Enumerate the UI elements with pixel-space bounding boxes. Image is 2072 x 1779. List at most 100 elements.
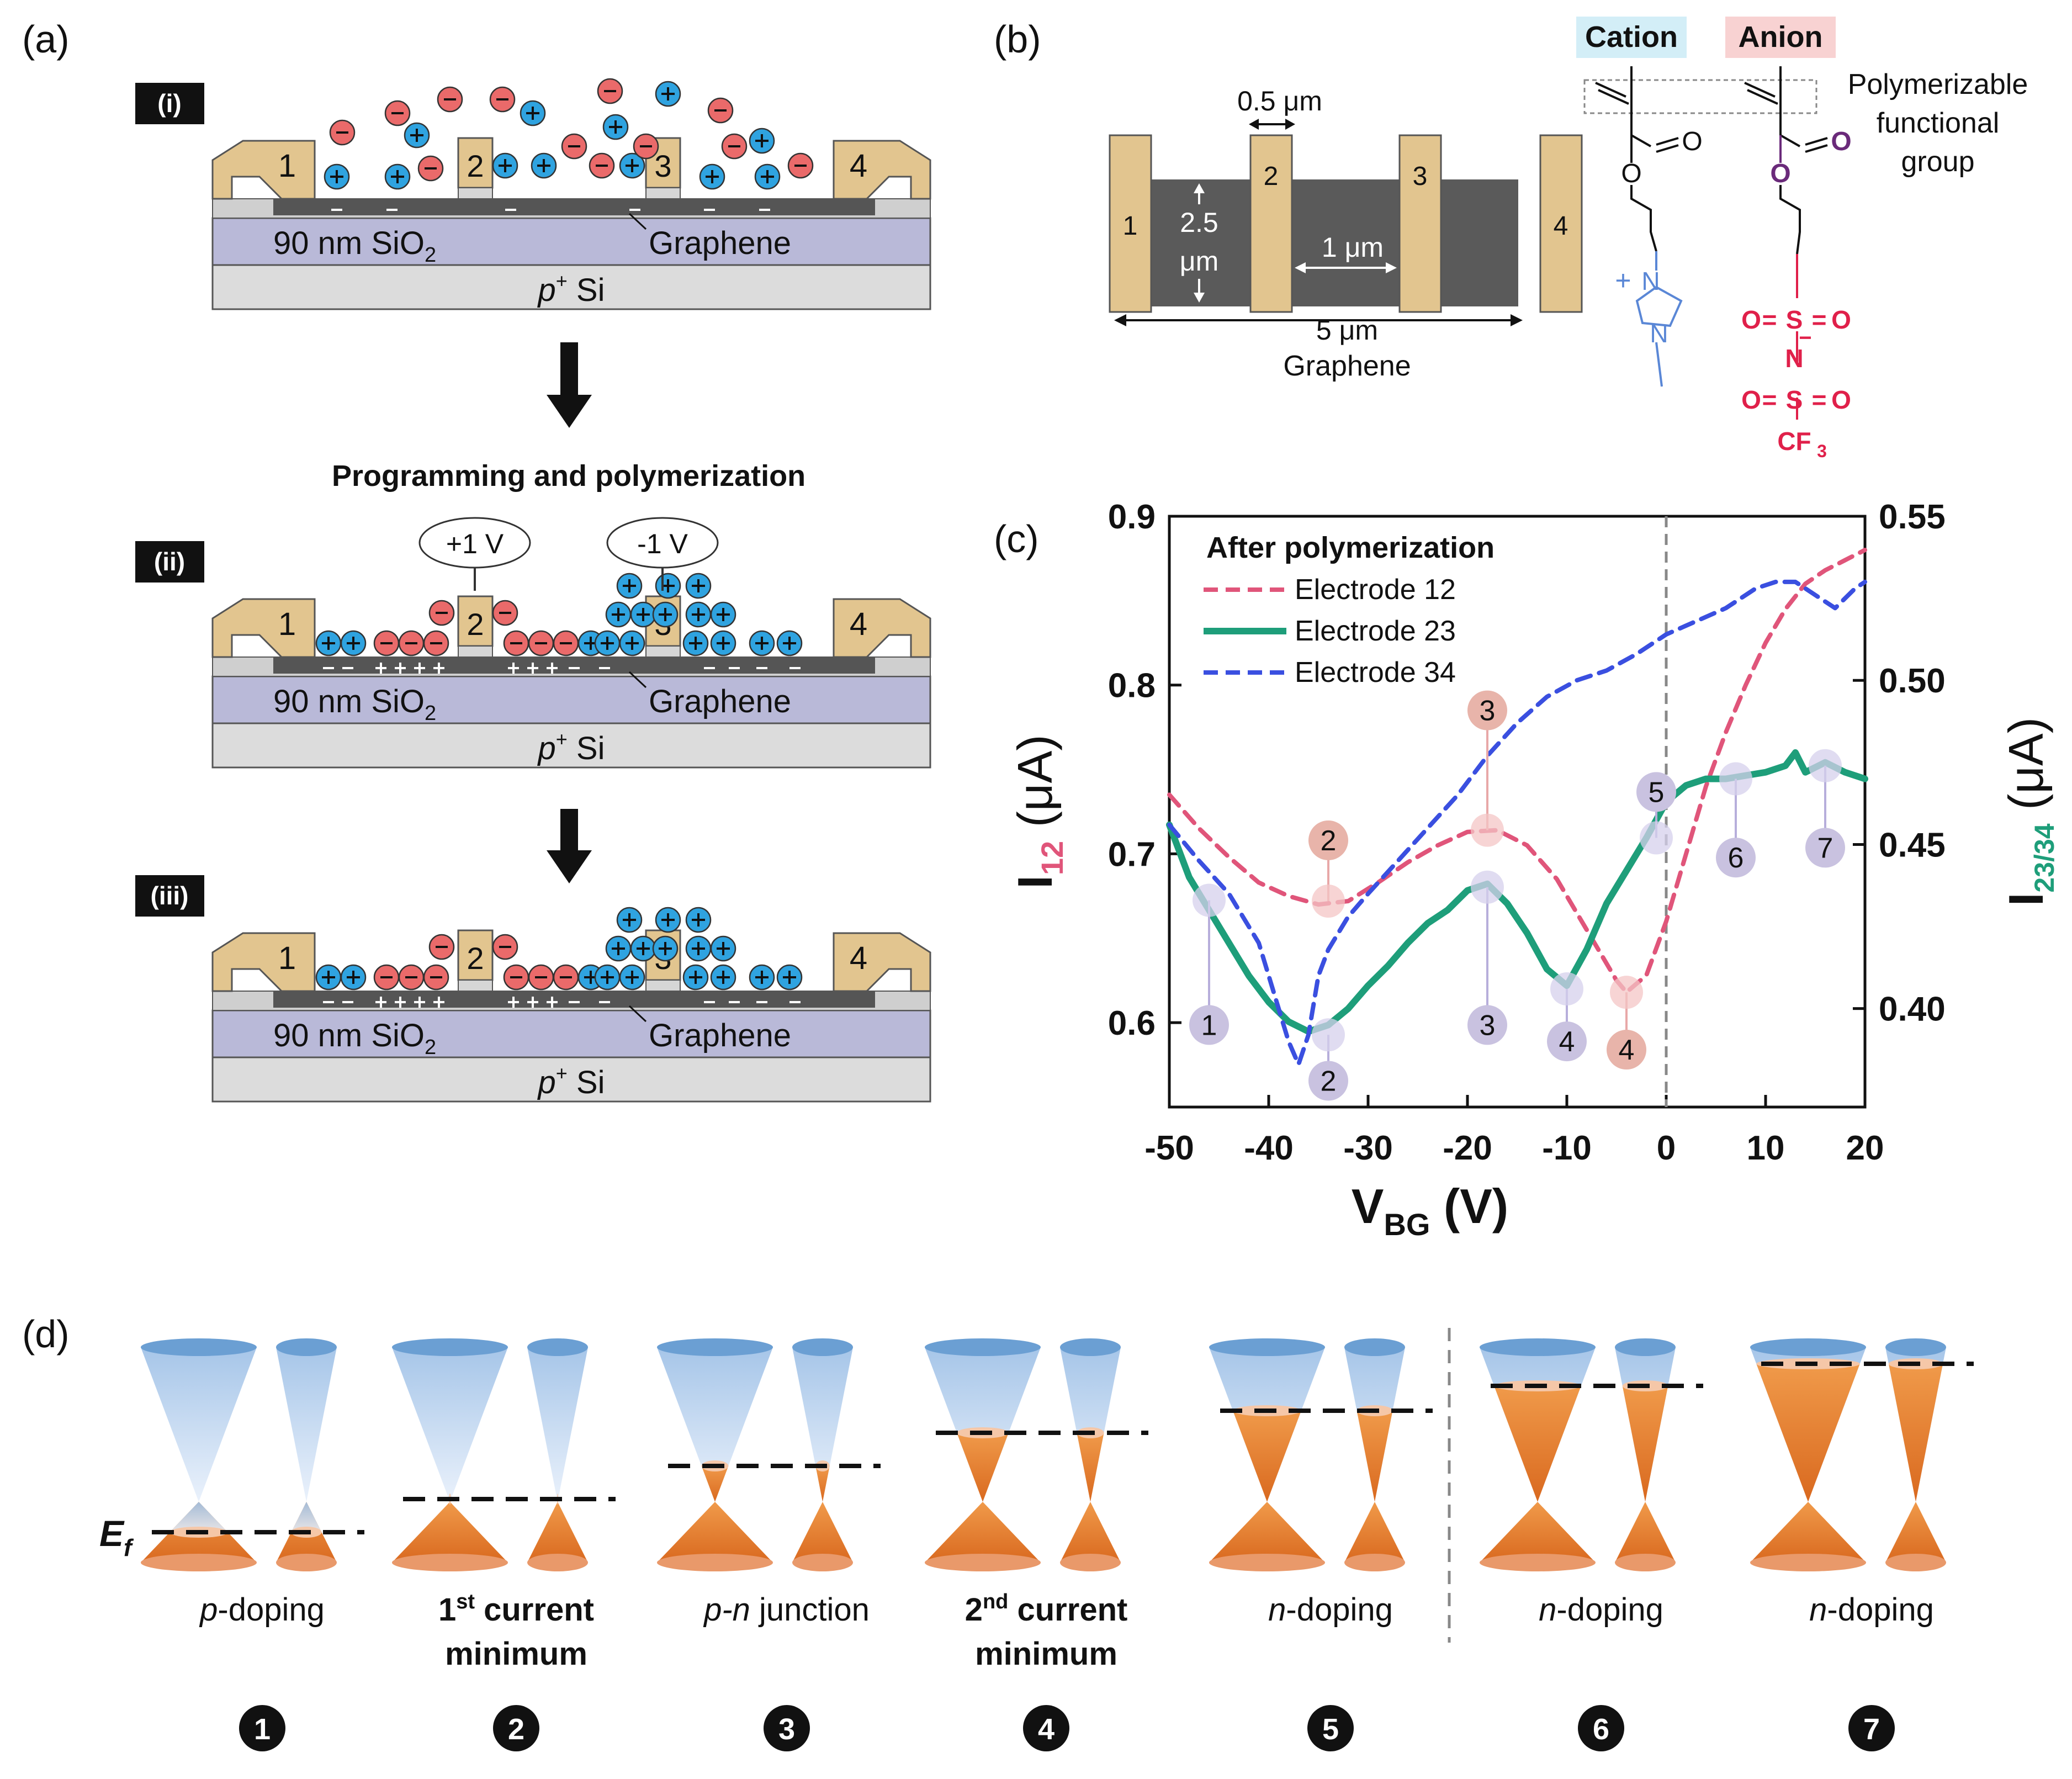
cation-atoms: O O + N N	[1615, 127, 1702, 348]
cation-ion	[520, 100, 546, 126]
cation-ion	[655, 573, 681, 599]
graphene-label: Graphene	[649, 225, 791, 261]
state-number-badge-5: 5	[1307, 1705, 1354, 1751]
cation-ion	[685, 907, 712, 933]
cation-ion	[315, 630, 342, 656]
state-number-badge-7: 7	[1848, 1705, 1895, 1751]
cation-ion	[605, 935, 632, 962]
cation-ion	[315, 964, 342, 991]
electrode-3-label: 3	[654, 149, 671, 183]
y-right-axis-label: I23/34 (μA)	[1999, 717, 2060, 906]
group-label-1: Polymerizable	[1848, 68, 2028, 100]
panel-b: (b) 1 2 3 4 0.5 μm 2.5 μm 1 μm 5 μm Grap…	[994, 17, 2028, 461]
substrate-label: p+ Si	[537, 728, 605, 766]
x-tick-label: -10	[1542, 1129, 1592, 1167]
anion-ion	[384, 100, 411, 126]
electrode-2-label: 2	[467, 941, 484, 976]
svg-text:=: =	[1812, 305, 1827, 334]
svg-text:CF: CF	[1777, 427, 1811, 456]
state-number-badge-3: 3	[764, 1705, 810, 1751]
dirac-cone	[657, 1338, 773, 1571]
cation-ion	[630, 935, 656, 962]
positive-charge	[375, 663, 386, 674]
state-marker-1: 1	[1189, 883, 1229, 1045]
electrode-2-label: 2	[467, 149, 484, 183]
state-marker-label: 3	[1480, 1009, 1496, 1041]
panel-c-label: (c)	[994, 517, 1039, 560]
cation-ion	[682, 964, 709, 991]
state-marker-3: 3	[1467, 870, 1507, 1045]
y-left-tick-label: 0.8	[1108, 667, 1156, 705]
electrode-2-label: 2	[467, 607, 484, 642]
substrate-label: p+ Si	[537, 1062, 605, 1100]
anion-ion	[423, 630, 449, 656]
anion-ion	[428, 934, 455, 960]
down-arrow-2	[547, 809, 592, 883]
state-marker-label: 5	[1649, 776, 1665, 808]
dirac-cone	[1060, 1338, 1121, 1571]
svg-text:−: −	[1799, 326, 1811, 350]
step-badge-1: (i)	[157, 89, 181, 118]
group-label-2: functional	[1877, 107, 2000, 139]
oxide-label: 90 nm SiO2	[273, 225, 436, 267]
electrode-b-3: 3	[1398, 134, 1442, 313]
svg-text:O: O	[1741, 385, 1761, 414]
svg-text:7: 7	[1863, 1713, 1880, 1746]
state-number-badge-2: 2	[493, 1705, 539, 1751]
cation-ion	[619, 630, 645, 656]
cation-ion	[340, 630, 367, 656]
svg-text:O: O	[1682, 127, 1702, 156]
svg-text:1: 1	[254, 1713, 271, 1746]
graphene-sheet	[273, 991, 875, 1008]
svg-text:4: 4	[1038, 1713, 1054, 1746]
state-marker-label: 4	[1559, 1026, 1575, 1058]
graphene-channel	[1121, 179, 1518, 306]
positive-charge	[375, 997, 386, 1008]
positive-charge	[527, 997, 538, 1008]
x-tick-label: 20	[1846, 1129, 1884, 1167]
bias-right-label: -1 V	[637, 528, 688, 559]
dirac-cone	[392, 1338, 508, 1571]
oxide-label: 90 nm SiO2	[273, 684, 436, 725]
graphene-label: Graphene	[649, 684, 791, 719]
dirac-cone	[1885, 1338, 1946, 1571]
state-caption-line2: minimum	[975, 1636, 1117, 1672]
svg-text:6: 6	[1593, 1713, 1609, 1746]
svg-text:O: O	[1831, 305, 1851, 334]
electrode-4-label: 4	[850, 148, 867, 184]
positive-charge	[395, 997, 406, 1008]
state-marker-4: 4	[1607, 976, 1646, 1070]
ef-label: Ef	[99, 1513, 134, 1561]
programming-title: Programming and polymerization	[332, 459, 806, 493]
cation-ion	[652, 601, 679, 628]
x-tick-label: 0	[1657, 1129, 1676, 1167]
positive-charge	[414, 663, 425, 674]
electrode-1-label: 1	[278, 606, 296, 642]
anion-ion	[561, 133, 587, 160]
cation-ion	[594, 630, 621, 656]
plot-frame	[1168, 515, 1867, 1109]
cation-ion	[776, 630, 803, 656]
state-marker-label: 2	[1321, 1065, 1337, 1097]
svg-text:+: +	[1615, 265, 1631, 296]
state-marker-7: 7	[1805, 749, 1845, 868]
svg-text:O: O	[1831, 385, 1851, 414]
positive-charge	[547, 663, 558, 674]
anion-ion	[633, 133, 659, 160]
state-marker-label: 7	[1817, 832, 1833, 864]
svg-text:N: N	[1650, 319, 1668, 348]
state-marker-3: 3	[1467, 690, 1507, 847]
cation-ion	[605, 601, 632, 628]
cation-ion	[619, 964, 645, 991]
x-axis-label: VBG (V)	[1352, 1179, 1508, 1242]
x-tick-label: -20	[1443, 1129, 1492, 1167]
y-left-tick-label: 0.6	[1108, 1004, 1156, 1042]
cation-ion	[685, 601, 712, 628]
state-marker-5: 5	[1636, 772, 1676, 855]
dim-total-label: 5 μm	[1316, 315, 1378, 346]
